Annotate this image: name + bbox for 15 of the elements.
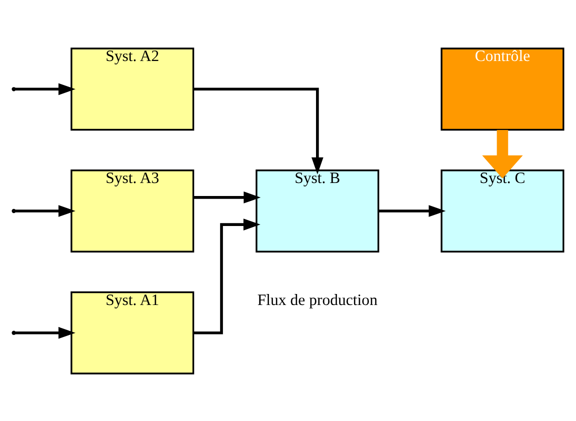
node-box: Syst. C bbox=[440, 169, 564, 252]
arrow bbox=[15, 82, 76, 95]
arrow bbox=[193, 218, 260, 334]
node-box: Syst. A3 bbox=[70, 169, 194, 252]
arrow bbox=[15, 204, 76, 216]
arrow bbox=[193, 87, 324, 174]
node-box: Syst. B bbox=[256, 169, 380, 252]
node-box: Contrôle bbox=[440, 47, 564, 130]
arrow bbox=[15, 326, 76, 338]
arrow bbox=[482, 130, 523, 178]
node-box: Syst. A1 bbox=[70, 290, 194, 374]
node-box: Syst. A2 bbox=[70, 47, 194, 130]
label: Flux de production bbox=[257, 291, 378, 308]
arrow bbox=[378, 204, 446, 216]
arrow bbox=[193, 191, 261, 203]
